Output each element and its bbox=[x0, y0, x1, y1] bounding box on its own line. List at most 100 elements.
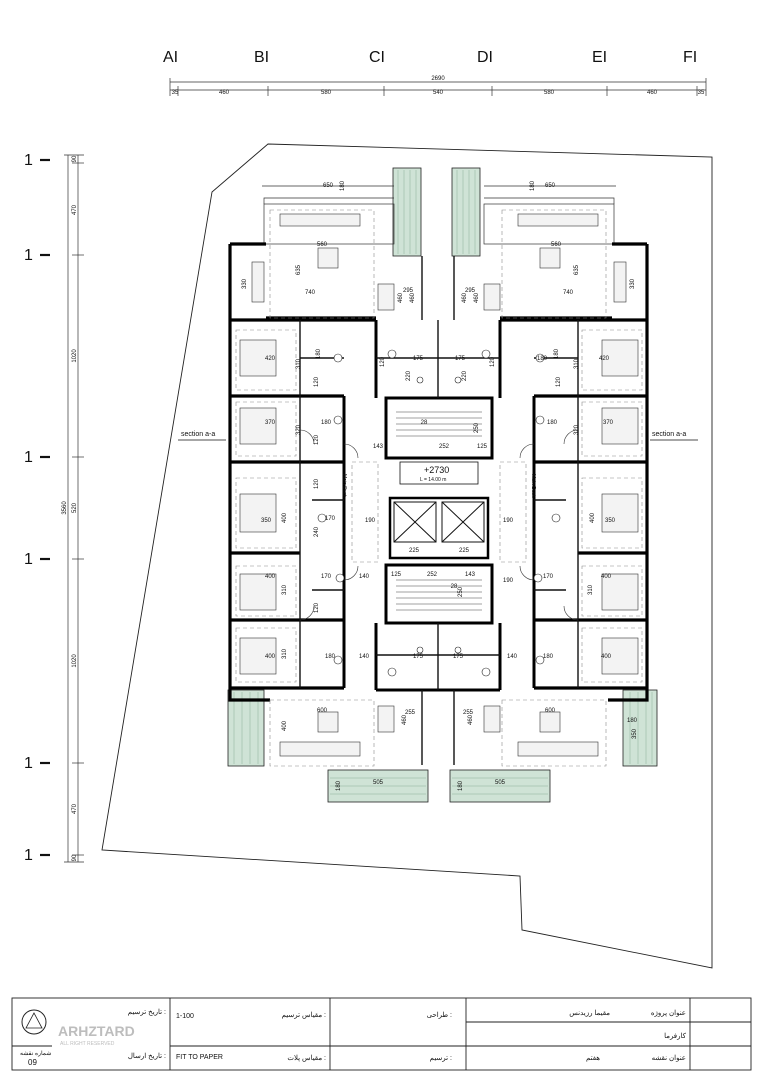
level-area: L = 14.00 m bbox=[420, 477, 446, 483]
project-title-label: عنوان پروژه bbox=[651, 1009, 686, 1017]
dim-text: 740 bbox=[305, 290, 316, 296]
grid-column-label: AI bbox=[163, 49, 178, 66]
dim-text: 400 bbox=[265, 654, 276, 660]
dim-segment: 580 bbox=[321, 90, 332, 96]
dim-segment: 540 bbox=[433, 90, 444, 96]
dim-text: 190 bbox=[503, 518, 514, 524]
grid-row-label: 1 bbox=[24, 152, 33, 169]
dim-text: 310 bbox=[282, 648, 288, 659]
dim-text: 460 bbox=[462, 292, 468, 303]
dim-overall-width: 2690 bbox=[431, 76, 445, 82]
dim-text: 460 bbox=[474, 292, 480, 303]
room-dashed-outlines bbox=[235, 209, 643, 767]
dim-text: 180 bbox=[554, 348, 560, 359]
dim-text: 295 bbox=[465, 288, 476, 294]
dim-text: 175 bbox=[413, 356, 424, 362]
dim-text: 28 bbox=[421, 420, 428, 426]
grid-row-labels: 1 1 1 1 1 1 bbox=[24, 152, 33, 864]
dim-text: 600 bbox=[545, 708, 556, 714]
dim-overall-height: 3560 bbox=[62, 501, 68, 515]
dim-text: 255 bbox=[463, 710, 474, 716]
dim-text: 180 bbox=[543, 654, 554, 660]
dim-segment: 35 bbox=[698, 90, 705, 96]
dim-segment: 35 bbox=[172, 90, 179, 96]
grid-column-label: BI bbox=[254, 49, 269, 66]
dim-text: 320 bbox=[574, 424, 580, 435]
dim-text: 190 bbox=[503, 578, 514, 584]
section-marker-left: section a-a bbox=[181, 431, 215, 438]
dim-text: 120 bbox=[380, 356, 386, 367]
sheet-number-label: شماره نقشه bbox=[20, 1050, 51, 1057]
dim-text: 220 bbox=[462, 370, 468, 381]
dim-text: 220 bbox=[406, 370, 412, 381]
dim-text: 330 bbox=[242, 278, 248, 289]
dim-text: 400 bbox=[590, 512, 596, 523]
dim-text: 460 bbox=[410, 292, 416, 303]
dim-text: 400 bbox=[282, 720, 288, 731]
dim-text: 370 bbox=[265, 420, 276, 426]
dim-text: 120 bbox=[314, 434, 320, 445]
dim-text: 190 bbox=[365, 518, 376, 524]
dim-text: 180 bbox=[340, 180, 346, 191]
plot-scale-value: FIT TO PAPER bbox=[176, 1054, 223, 1061]
grid-column-label: FI bbox=[683, 49, 697, 66]
sheet-number-value: 09 bbox=[28, 1058, 37, 1067]
dim-text: 240 bbox=[314, 526, 320, 537]
level-marker: +2730 bbox=[424, 465, 449, 475]
door-swings bbox=[299, 429, 579, 621]
dim-segment: 470 bbox=[72, 803, 78, 814]
grid-row-label: 1 bbox=[24, 551, 33, 568]
dim-text: 180 bbox=[321, 420, 332, 426]
dim-text: 175 bbox=[453, 654, 464, 660]
dim-segment: 1020 bbox=[72, 654, 78, 668]
send-date-label: تاریخ ارسال : bbox=[128, 1052, 166, 1060]
dim-segment: 90 bbox=[72, 155, 78, 162]
dim-text: 320 bbox=[296, 424, 302, 435]
dim-segment: 90 bbox=[72, 854, 78, 861]
elevator-shafts bbox=[393, 501, 485, 543]
drawing-scale-value: 1-100 bbox=[176, 1013, 194, 1020]
sanitary-fixtures bbox=[317, 349, 561, 677]
drawing-scale-label: مقیاس ترسیم : bbox=[282, 1011, 326, 1019]
dim-text: 180 bbox=[537, 356, 548, 362]
dim-text: 175 bbox=[413, 654, 424, 660]
dim-text: 310 bbox=[282, 584, 288, 595]
site-boundary bbox=[101, 143, 713, 969]
dim-text: 370 bbox=[603, 420, 614, 426]
dim-text: 650 bbox=[545, 183, 556, 189]
duct-label: Main Duct. bbox=[530, 474, 536, 498]
logo-tagline: ALL RIGHT RESERVED bbox=[60, 1041, 115, 1047]
dim-text: 460 bbox=[402, 714, 408, 725]
dim-segment: 520 bbox=[72, 502, 78, 513]
employer-label: کارفرما bbox=[664, 1032, 687, 1040]
dim-text: 420 bbox=[599, 356, 610, 362]
dim-text: 180 bbox=[336, 780, 342, 791]
dim-text: 400 bbox=[601, 574, 612, 580]
interior-walls bbox=[299, 256, 579, 765]
dim-segment: 470 bbox=[72, 204, 78, 215]
dim-text: 560 bbox=[317, 242, 328, 248]
dim-text: 180 bbox=[530, 180, 536, 191]
dim-text: 650 bbox=[323, 183, 334, 189]
project-title-value: مقیما رزیدنس bbox=[569, 1009, 610, 1017]
drawing-title-value: هفتم bbox=[586, 1055, 600, 1062]
dim-text: 28 bbox=[451, 584, 458, 590]
dim-text: 252 bbox=[439, 444, 450, 450]
drawing-title-label: عنوان نقشه bbox=[652, 1054, 686, 1062]
dim-text: 460 bbox=[398, 292, 404, 303]
dim-text: 250 bbox=[458, 586, 464, 597]
dim-text: 180 bbox=[316, 348, 322, 359]
furniture bbox=[239, 213, 639, 757]
dim-text: 310 bbox=[588, 584, 594, 595]
company-logo: ARHZTARD ALL RIGHT RESERVED bbox=[21, 1009, 135, 1047]
dim-text: 180 bbox=[627, 718, 638, 724]
grid-column-label: CI bbox=[369, 49, 385, 66]
dim-text: 310 bbox=[574, 358, 580, 369]
plot-scale-label: مقیاس پلات : bbox=[287, 1054, 326, 1062]
dim-text: 635 bbox=[296, 264, 302, 275]
dim-segment: 460 bbox=[219, 90, 230, 96]
dim-text: 400 bbox=[282, 512, 288, 523]
dim-text: 505 bbox=[495, 780, 506, 786]
dim-text: 143 bbox=[373, 444, 384, 450]
